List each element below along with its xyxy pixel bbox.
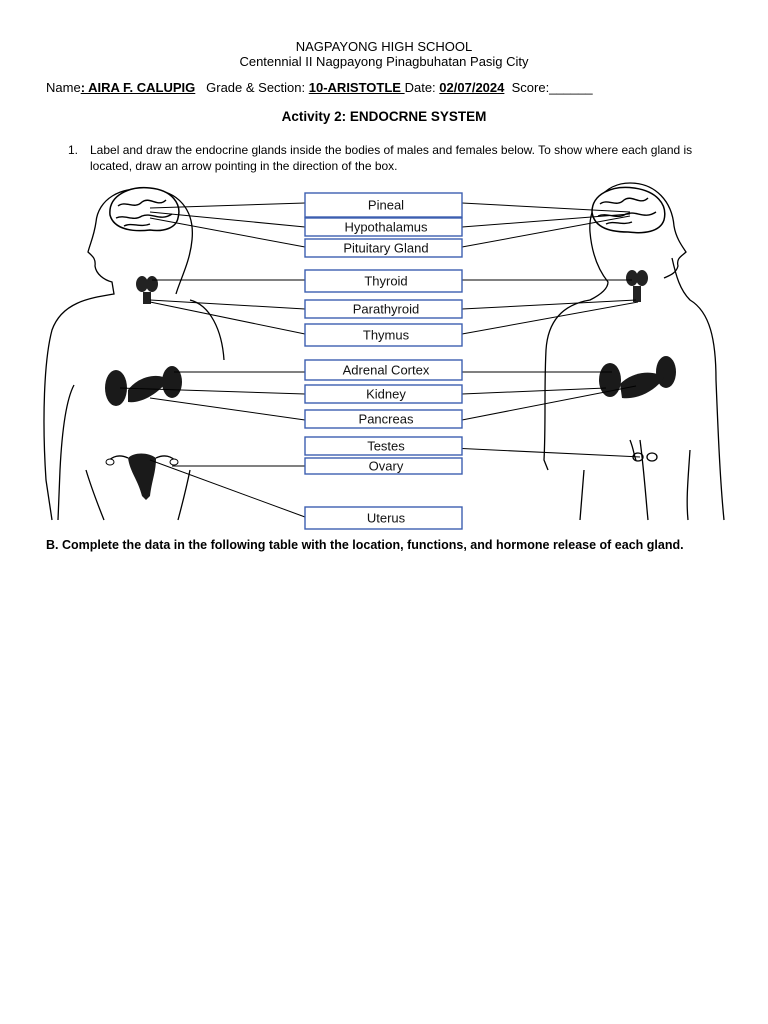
date-value: 02/07/2024	[439, 80, 505, 95]
gland-label-box-ovary	[304, 457, 463, 475]
gland-label-box-adrenal-cortex	[304, 359, 463, 381]
gland-label-pineal: Pineal	[368, 198, 404, 213]
female-face	[629, 182, 687, 279]
gland-label-pancreas: Pancreas	[359, 412, 414, 427]
gland-label-thymus: Thymus	[363, 328, 410, 343]
gland-label-hypothalamus: Hypothalamus	[344, 220, 428, 235]
gland-label-testes: Testes	[367, 439, 405, 454]
name-label: Name	[46, 80, 81, 95]
male-kidney-pancreas-icon	[105, 366, 182, 406]
gland-label-box-parathyroid	[304, 299, 463, 319]
gland-label-kidney: Kidney	[366, 387, 406, 402]
gland-label-uterus: Uterus	[367, 511, 406, 526]
male-body-outline	[43, 188, 225, 521]
gland-label-box-uterus	[304, 506, 463, 530]
grade-value: 10-ARISTOTLE	[308, 80, 405, 95]
gland-label-pituitary-gland: Pituitary Gland	[343, 241, 428, 256]
gland-label-parathyroid: Parathyroid	[353, 302, 419, 317]
grade-label: Grade & Section:	[206, 80, 306, 95]
school-address: Centennial II Nagpayong Pinagbuhatan Pas…	[239, 54, 529, 69]
gland-label-box-pancreas	[304, 409, 463, 429]
gland-label-box-testes	[304, 436, 463, 456]
score-label: Score:______	[511, 80, 593, 95]
female-legs	[579, 439, 691, 521]
instruction-text: Label and draw the endocrine glands insi…	[90, 143, 693, 173]
gland-label-thyroid: Thyroid	[364, 274, 407, 289]
female-brain-icon	[591, 186, 666, 234]
female-body-outline	[543, 182, 725, 521]
gland-label-box-kidney	[304, 384, 463, 404]
activity-title: Activity 2: ENDOCRNE SYSTEM	[281, 109, 487, 124]
gland-label-box-pituitary-gland	[304, 238, 463, 258]
male-brain-icon	[109, 187, 180, 232]
gland-label-box-hypothalamus	[304, 217, 463, 237]
uterus-icon	[105, 453, 179, 500]
female-kidney-pancreas-icon	[599, 356, 676, 399]
gland-label-box-pineal	[304, 192, 463, 218]
gland-label-box-thymus	[304, 323, 463, 347]
section-b-instruction: B. Complete the data in the following ta…	[46, 538, 684, 552]
student-info-line: Name: AIRA F. CALUPIG Grade & Section: 1…	[46, 80, 593, 95]
testes-icon	[629, 439, 658, 462]
date-label: Date:	[404, 80, 436, 95]
gland-label-adrenal-cortex: Adrenal Cortex	[343, 363, 430, 378]
instruction-number: 1.	[68, 143, 79, 157]
school-name: NAGPAYONG HIGH SCHOOL	[295, 39, 473, 54]
female-thyroid-icon	[626, 270, 648, 302]
gland-label-ovary: Ovary	[369, 459, 404, 474]
name-value: : AIRA F. CALUPIG	[80, 80, 196, 95]
gland-label-box-thyroid	[304, 269, 463, 293]
